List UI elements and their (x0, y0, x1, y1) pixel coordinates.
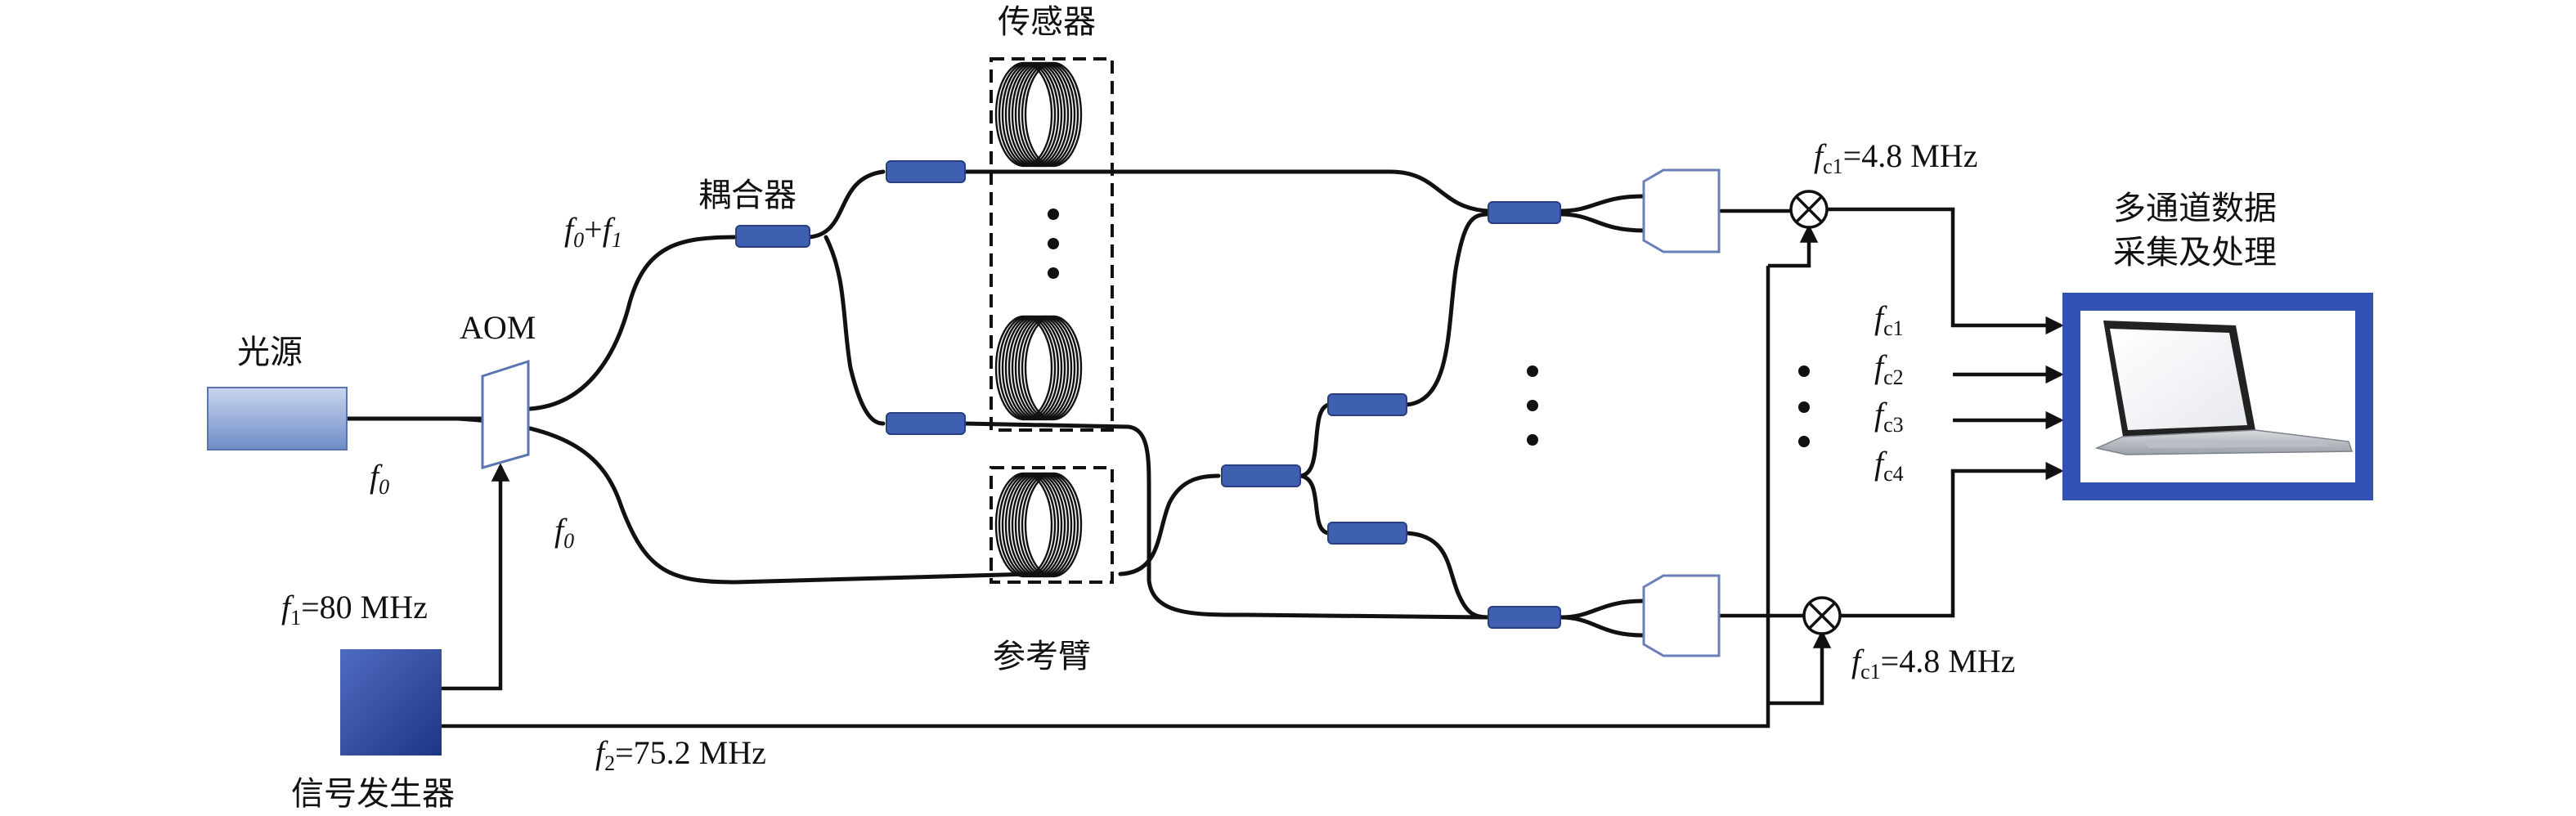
electrical-wires (442, 207, 2064, 729)
fiber-bottom-to-detector-a (1558, 599, 1646, 620)
coupler-mid-lower (1327, 522, 1407, 545)
reference-arm-frame (990, 466, 1114, 584)
f2-label: f2=75.2 MHz (595, 734, 766, 775)
light-source-label: 光源 (237, 334, 303, 371)
signal-generator-label: 信号发生器 (291, 775, 455, 813)
sensor-ellipsis-dot (1048, 238, 1059, 249)
sensor-ellipsis-dot (1048, 208, 1059, 220)
fiber-upper-coupler-to-top (1404, 212, 1491, 407)
fiber-reference-to-splitter (1118, 473, 1221, 576)
fiber-coil-icon (994, 472, 1083, 578)
sensor-label: 传感器 (998, 3, 1096, 41)
mixer-ellipsis-dot (1798, 436, 1810, 447)
f0-label-source: f0 (370, 458, 389, 499)
wire-mixer-top-to-daq (1827, 207, 2064, 335)
sensor-frame (990, 57, 1114, 432)
light-source-box (207, 387, 348, 451)
coupler-mid-upper (1327, 393, 1407, 416)
wire-mixer-bottom-to-daq (1840, 461, 2064, 618)
f0-label-branch: f0 (554, 512, 574, 553)
circled-times-icon (1789, 190, 1829, 229)
mixer-ellipsis-dot (1798, 401, 1810, 413)
channel-label-c4: fc4 (1874, 445, 1904, 486)
optical-fibers (344, 169, 1646, 638)
photodetector-bottom (1642, 574, 1721, 657)
fiber-lower-to-bottom-combiner (963, 421, 1491, 620)
coupler-upper-split (886, 160, 966, 183)
wire-generator-to-aom (442, 463, 510, 691)
fiber-top-to-detector-b (1558, 212, 1646, 233)
channel-ellipsis-dot (1527, 434, 1538, 446)
fiber-coil-icon (994, 61, 1083, 168)
fiber-sensor-to-top-combiner (963, 169, 1491, 213)
coupler-reference-split (1221, 464, 1301, 487)
fiber-top-to-detector-a (1558, 194, 1646, 213)
coupler-lower-split (886, 412, 966, 435)
fiber-lower-coupler-to-bottom (1404, 531, 1491, 620)
reference-arm-label: 参考臂 (993, 638, 1091, 675)
fiber-bottom-to-detector-b (1558, 615, 1646, 638)
signal-generator-box (340, 649, 442, 755)
coupler-label: 耦合器 (698, 177, 797, 214)
fiber-coil-icon (994, 315, 1083, 421)
fc1-top-label: fc1=4.8 MHz (1814, 137, 1977, 178)
f1-label: f1=80 MHz (281, 589, 428, 630)
aom-label: AOM (460, 309, 536, 346)
wire-f2-to-bottom-mixer (1768, 630, 1832, 706)
photodetector-top (1642, 168, 1721, 253)
fiber-splitter-to-lower-coupler (1298, 473, 1331, 536)
channel-ellipsis-dot (1527, 365, 1538, 377)
fc1-bottom-label: fc1=4.8 MHz (1851, 643, 2015, 684)
f0-plus-f1-label: f0+f1 (564, 211, 622, 252)
wire-f2-to-top-mixer (1768, 224, 1819, 268)
daq-label-line2: 采集及处理 (2113, 234, 2277, 271)
coupler-input (735, 225, 810, 248)
channel-label-c2: fc2 (1874, 348, 1904, 389)
sensor-ellipsis-dot (1048, 267, 1059, 279)
mixer-ellipsis-dot (1798, 365, 1810, 377)
channel-label-c3: fc3 (1874, 396, 1904, 437)
daq-label-line1: 多通道数据 (2113, 190, 2277, 227)
circled-times-icon (1802, 596, 1842, 635)
wire-f2-line (442, 266, 1770, 729)
coupler-top-combiner (1488, 201, 1561, 224)
channel-ellipsis-dot (1527, 400, 1538, 411)
fiber-coupler-to-upper (807, 169, 886, 240)
coupler-bottom-combiner (1488, 606, 1561, 629)
channel-label-c1: fc1 (1874, 299, 1904, 340)
fiber-aom-to-coupler (527, 235, 738, 411)
fiber-coupler-to-lower (824, 235, 886, 426)
aom-device (481, 359, 530, 469)
fiber-couplers (735, 160, 1561, 629)
fiber-splitter-to-upper-coupler (1298, 402, 1331, 478)
laptop-icon (2094, 321, 2354, 455)
fiber-f0-branch (456, 416, 1034, 585)
